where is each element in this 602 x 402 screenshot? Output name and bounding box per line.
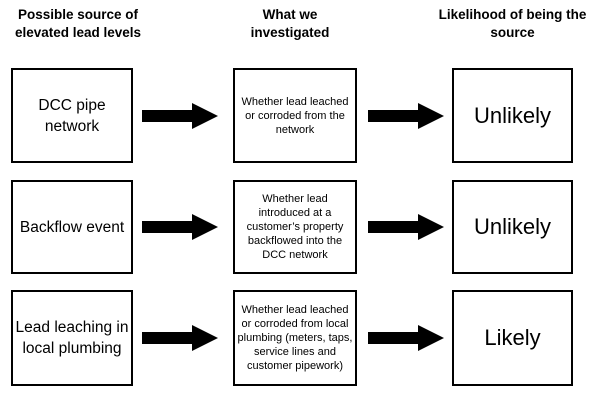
right-arrow-icon — [142, 214, 218, 240]
likelihood-label: Unlikely — [473, 214, 552, 239]
column-header-investigated: What we investigated — [250, 7, 330, 40]
likelihood-box: Unlikely — [452, 180, 573, 274]
likelihood-box: Unlikely — [452, 68, 573, 163]
investigated-box: Whether lead introduced at a customer’s … — [233, 180, 357, 274]
source-label: Backflow event — [19, 218, 125, 236]
right-arrow-icon — [368, 214, 444, 240]
diagram-row-backflow-event: Backflow event Whether lead introduced a… — [0, 180, 602, 274]
right-arrow-icon — [142, 325, 218, 351]
source-box: Lead leaching in local plumbing — [11, 290, 133, 386]
source-label: DCC pipe network — [38, 96, 106, 135]
diagram-row-dcc-pipe-network: DCC pipe network Whether lead leached or… — [0, 68, 602, 163]
column-header-likelihood: Likelihood of being the source — [438, 7, 587, 40]
diagram-row-lead-leaching-local-plumbing: Lead leaching in local plumbing Whether … — [0, 290, 602, 386]
right-arrow-icon — [142, 102, 218, 129]
investigated-label: Whether lead introduced at a customer’s … — [246, 193, 344, 261]
source-box: Backflow event — [11, 180, 133, 274]
investigated-label: Whether lead leached or corroded from lo… — [237, 304, 353, 372]
investigated-box: Whether lead leached or corroded from th… — [233, 68, 357, 163]
likelihood-label: Unlikely — [473, 102, 552, 128]
right-arrow-icon — [368, 102, 444, 129]
likelihood-box: Likely — [452, 290, 573, 386]
source-label: Lead leaching in local plumbing — [15, 319, 129, 357]
investigated-box: Whether lead leached or corroded from lo… — [233, 290, 357, 386]
column-header-possible-source: Possible source of elevated lead levels — [14, 7, 142, 40]
investigated-label: Whether lead leached or corroded from th… — [241, 95, 349, 136]
source-box: DCC pipe network — [11, 68, 133, 163]
right-arrow-icon — [368, 325, 444, 351]
likelihood-label: Likely — [484, 325, 541, 350]
